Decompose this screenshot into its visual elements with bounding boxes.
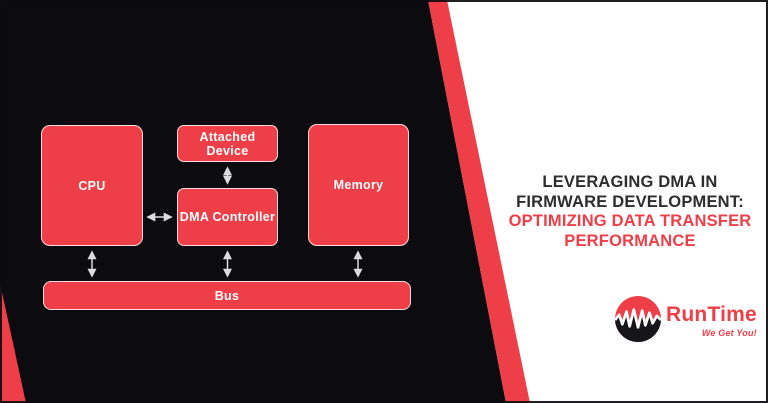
headline-line-1: LEVERAGING DMA IN bbox=[542, 173, 718, 191]
node-label-attached-device: Attached Device bbox=[199, 129, 256, 158]
headline-line-4: PERFORMANCE bbox=[564, 231, 696, 250]
diagram-node-bus: Bus bbox=[43, 281, 411, 310]
node-label-cpu: CPU bbox=[78, 178, 106, 193]
diagram-node-memory: Memory bbox=[308, 124, 409, 246]
headline-line-2: FIRMWARE DEVELOPMENT: bbox=[516, 192, 744, 211]
brand-logo: RunTime We Get You! bbox=[615, 296, 757, 342]
headline: LEVERAGING DMA IN FIRMWARE DEVELOPMENT: … bbox=[492, 173, 768, 251]
brand-name: RunTime bbox=[666, 303, 757, 326]
brand-tagline: We Get You! bbox=[701, 328, 757, 338]
node-label-bus: Bus bbox=[214, 288, 240, 303]
headline-line-3: OPTIMIZING DATA TRANSFER bbox=[508, 212, 752, 230]
diagram-node-attached-device: Attached Device bbox=[177, 125, 278, 162]
diagram-node-dma-controller: DMA Controller bbox=[177, 188, 278, 246]
node-label-dma-controller: DMA Controller bbox=[179, 210, 276, 224]
diagram-node-cpu: CPU bbox=[41, 125, 143, 246]
brand-text: RunTime We Get You! bbox=[666, 304, 757, 338]
waveform-circle-icon bbox=[615, 296, 661, 342]
node-label-memory: Memory bbox=[333, 178, 384, 192]
